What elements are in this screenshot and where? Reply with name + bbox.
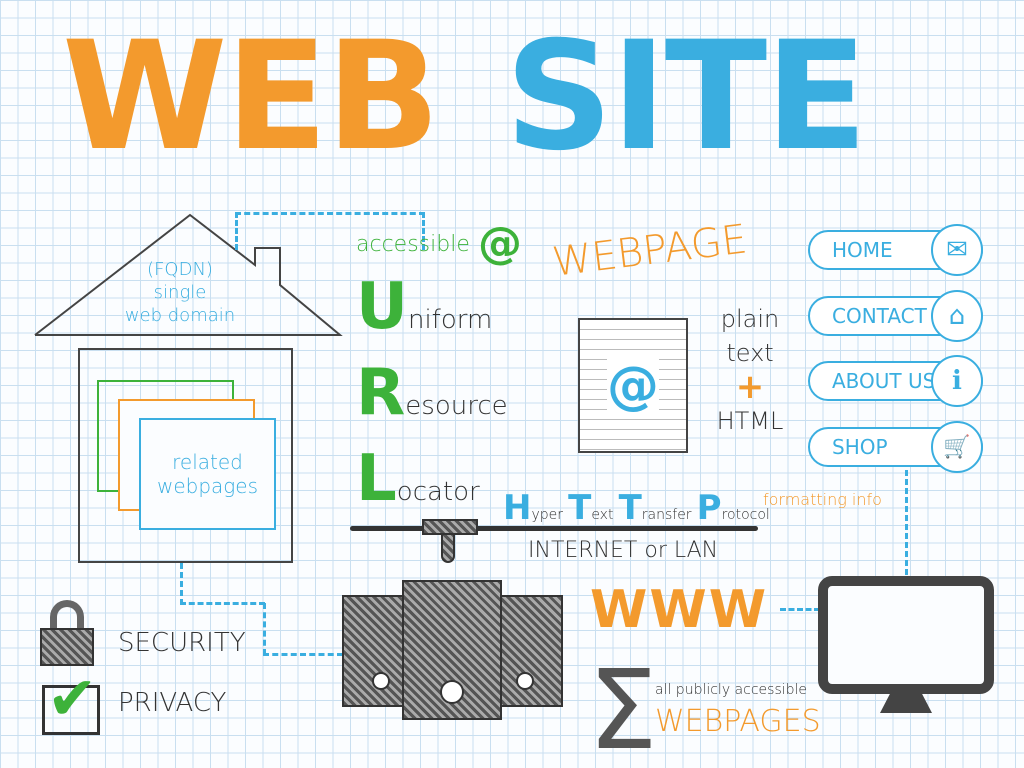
monitor-stand xyxy=(880,693,932,713)
webpage-document: @ xyxy=(578,318,688,453)
connector xyxy=(263,603,266,655)
at-symbol: @ xyxy=(478,218,522,269)
plain-label: plain xyxy=(720,305,780,333)
fqdn-label: (FQDN) xyxy=(147,259,213,280)
nav-home-button[interactable]: HOME ✉ xyxy=(808,224,983,276)
url-letter: U xyxy=(356,270,408,344)
http-letter: T xyxy=(568,488,592,528)
house-fqdn: (FQDN) single web domain xyxy=(120,258,240,327)
http-word: ransfer xyxy=(641,507,692,523)
connector xyxy=(263,653,343,656)
nav-label: ABOUT US xyxy=(832,369,936,393)
sigma-label: WEBPAGES xyxy=(655,704,821,739)
checkmark-icon: ✔ xyxy=(47,664,98,734)
nav-label: CONTACT xyxy=(832,304,927,328)
server-right xyxy=(493,595,563,707)
network-connector-stem xyxy=(441,533,455,563)
server-button xyxy=(372,672,390,690)
url-word: esource xyxy=(405,391,508,421)
related-webpages: related webpages xyxy=(139,418,276,530)
sigma-desc: all publicly accessible xyxy=(655,682,808,698)
nav-label: SHOP xyxy=(832,435,888,459)
padlock-icon xyxy=(40,600,94,666)
connector xyxy=(905,470,908,575)
house-roof xyxy=(34,213,343,336)
html-label: HTML xyxy=(716,407,784,435)
plain-text-html: plain text + HTML xyxy=(705,302,795,438)
privacy-label: PRIVACY xyxy=(118,688,227,718)
house-body xyxy=(78,348,293,563)
url-letter: R xyxy=(356,356,406,430)
formatting-info: formatting info xyxy=(763,490,882,509)
server-button xyxy=(440,680,464,704)
http-acronym: Hyper Text Transfer Protocol xyxy=(503,488,770,528)
webpage-title: WEBPAGE xyxy=(549,216,750,286)
monitor-icon xyxy=(818,576,994,694)
security-label: SECURITY xyxy=(118,628,246,658)
connector xyxy=(180,563,265,605)
title-web: WEB xyxy=(62,10,440,184)
house-icon: ⌂ xyxy=(931,290,983,342)
cart-icon: 🛒 xyxy=(931,421,983,473)
text-label: text xyxy=(726,339,774,367)
single-label: single xyxy=(153,282,207,303)
www-label: WWW xyxy=(590,580,769,640)
network-label: INTERNET or LAN xyxy=(528,538,719,563)
url-letter: L xyxy=(356,442,397,516)
at-symbol: @ xyxy=(607,355,659,416)
server-button xyxy=(516,672,534,690)
http-letter: P xyxy=(696,488,722,528)
web-domain-label: web domain xyxy=(124,305,236,326)
nav-contact-button[interactable]: CONTACT⌂ xyxy=(808,290,983,342)
http-letter: H xyxy=(503,488,532,528)
info-icon: i xyxy=(931,355,983,407)
network-line xyxy=(350,526,758,531)
envelope-icon: ✉ xyxy=(931,224,983,276)
connector xyxy=(780,608,820,611)
url-word: niform xyxy=(407,305,493,335)
title-site: SITE xyxy=(505,10,868,184)
nav-shop-button[interactable]: SHOP 🛒 xyxy=(808,421,983,473)
http-word: yper xyxy=(531,507,564,523)
url-acronym: Uniform Resource Locator xyxy=(356,272,508,530)
url-word: ocator xyxy=(396,477,480,507)
http-word: ext xyxy=(591,507,614,523)
http-word: rotocol xyxy=(721,507,770,523)
sigma-symbol: Σ xyxy=(588,646,658,768)
checkbox-icon: ✔ xyxy=(42,664,100,735)
nav-label: HOME xyxy=(832,238,893,262)
accessible-label: accessible xyxy=(356,232,470,257)
connector xyxy=(235,212,425,250)
plus-sign: + xyxy=(735,367,765,407)
http-letter: T xyxy=(618,488,642,528)
